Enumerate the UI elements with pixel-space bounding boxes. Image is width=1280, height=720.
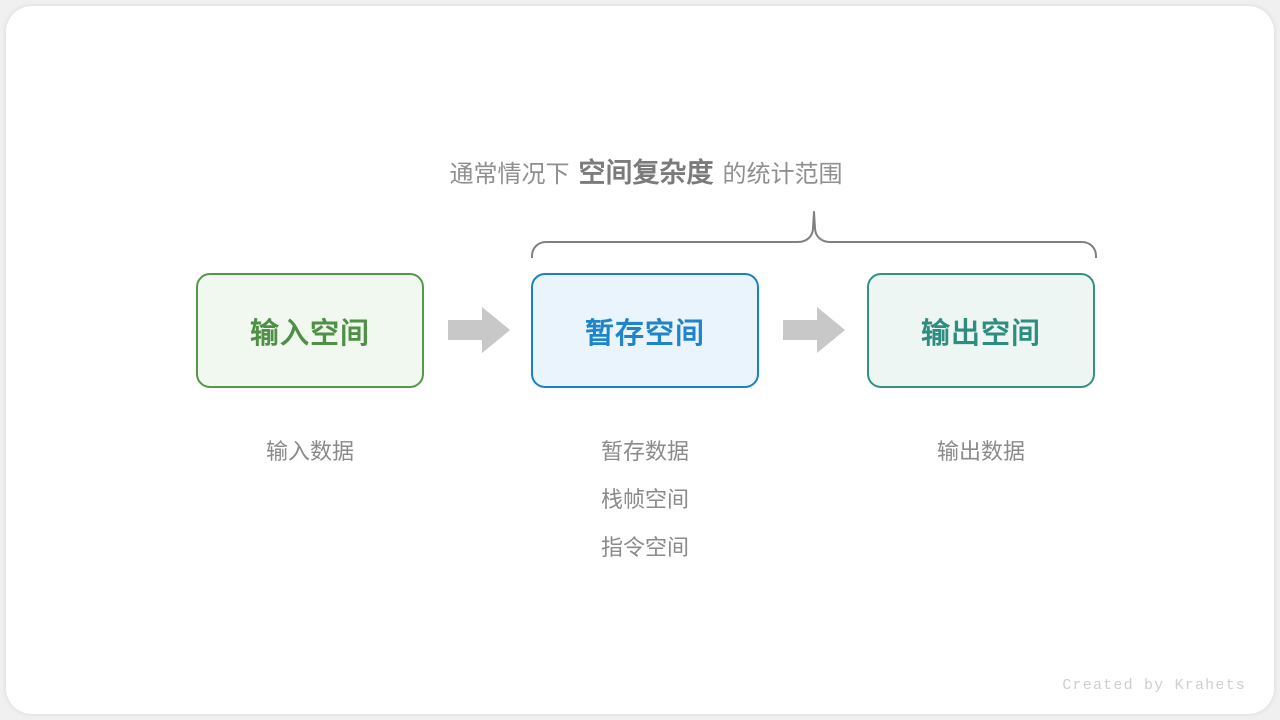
- caption-prefix: 通常情况下: [449, 161, 570, 188]
- caption-item: 输入数据: [265, 439, 354, 464]
- box-temp-space-label: 暂存空间: [584, 317, 705, 350]
- box-temp-space[interactable]: 暂存空间: [531, 273, 759, 388]
- caption-item: 输出数据: [936, 439, 1025, 464]
- caption-suffix: 的统计范围: [722, 161, 843, 188]
- box-input-space-label: 输入空间: [249, 317, 370, 350]
- scope-brace: [526, 206, 1102, 259]
- captions-output-column: 输出数据: [867, 428, 1095, 476]
- caption-item: 指令空间: [600, 535, 689, 560]
- box-input-space[interactable]: 输入空间: [196, 273, 424, 388]
- footer-credit: Created by Krahets: [1062, 677, 1246, 694]
- arrow-right-icon: [448, 307, 510, 353]
- caption-item: 暂存数据: [600, 439, 689, 464]
- diagram-card: 通常情况下空间复杂度的统计范围 输入空间 暂存空间 输出空间: [6, 6, 1274, 714]
- box-output-space-label: 输出空间: [920, 317, 1041, 350]
- captions-temp-column: 暂存数据 栈帧空间 指令空间: [531, 428, 759, 572]
- caption-emphasis: 空间复杂度: [578, 158, 714, 188]
- arrow-right-icon: [783, 307, 845, 353]
- diagram-caption: 通常情况下空间复杂度的统计范围: [6, 156, 1280, 192]
- arrow-right-icon-1: [448, 307, 510, 353]
- brace-icon: [531, 211, 1097, 259]
- captions-input-column: 输入数据: [196, 428, 424, 476]
- caption-item: 栈帧空间: [600, 487, 689, 512]
- box-output-space[interactable]: 输出空间: [867, 273, 1095, 388]
- arrow-right-icon-2: [783, 307, 845, 353]
